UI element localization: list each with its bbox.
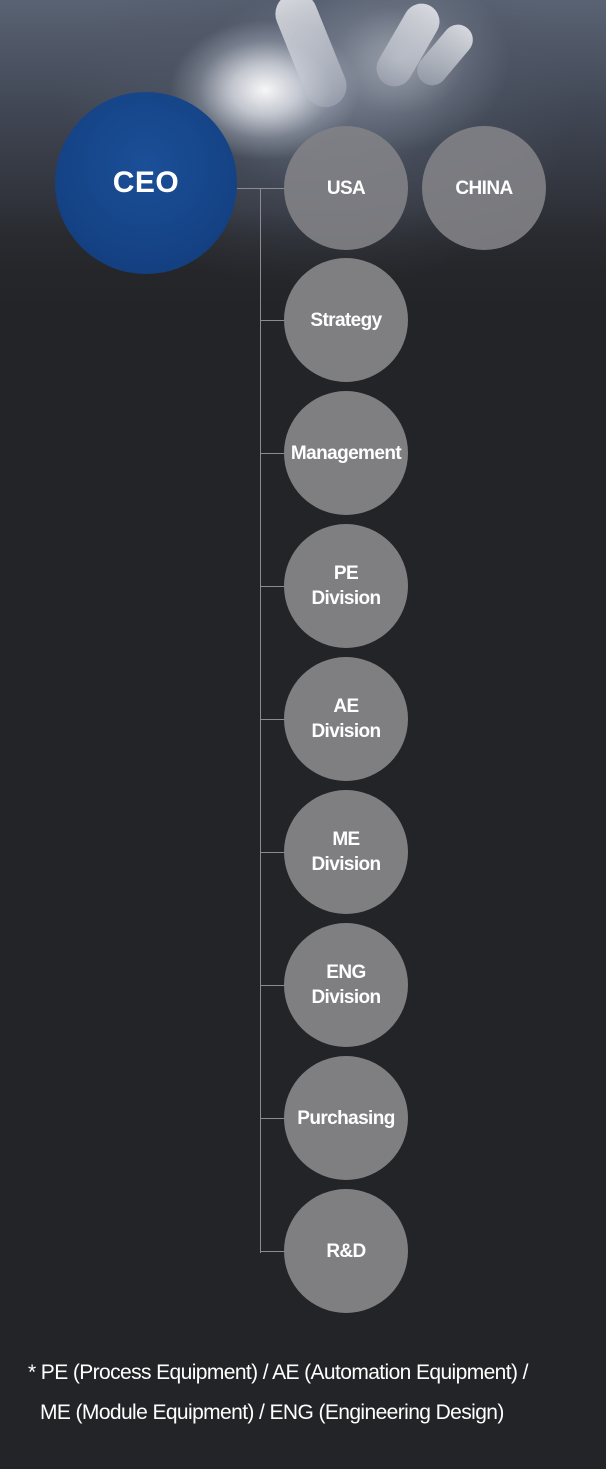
node-rnd: R&D xyxy=(284,1189,408,1313)
node-purchasing: Purchasing xyxy=(284,1056,408,1180)
node-usa-label: USA xyxy=(326,177,366,199)
node-eng-division-label: ENG Division xyxy=(311,962,381,1008)
connector-trunk xyxy=(260,188,261,1253)
connector-strategy xyxy=(260,320,285,321)
node-pe-division: PE Division xyxy=(284,524,408,648)
connector-eng-division xyxy=(260,985,285,986)
footnote-line-2: ME (Module Equipment) / ENG (Engineering… xyxy=(40,1401,504,1424)
connector-ceo-usa xyxy=(237,188,285,189)
node-me-division-label: ME Division xyxy=(311,829,381,875)
node-me-division: ME Division xyxy=(284,790,408,914)
ceo-node: CEO xyxy=(55,92,237,274)
node-china: CHINA xyxy=(422,126,546,250)
node-strategy: Strategy xyxy=(284,258,408,382)
node-management: Management xyxy=(284,391,408,515)
connector-purchasing xyxy=(260,1118,285,1119)
node-usa: USA xyxy=(284,126,408,250)
abbreviation-footnote: * PE (Process Equipment) / AE (Automatio… xyxy=(28,1353,588,1433)
node-management-label: Management xyxy=(290,442,402,464)
node-strategy-label: Strategy xyxy=(310,309,382,331)
footnote-line-1: * PE (Process Equipment) / AE (Automatio… xyxy=(28,1361,528,1384)
node-china-label: CHINA xyxy=(455,177,513,199)
node-ae-division-label: AE Division xyxy=(311,696,381,742)
node-ae-division: AE Division xyxy=(284,657,408,781)
connector-management xyxy=(260,453,285,454)
connector-ae-division xyxy=(260,719,285,720)
connector-rnd xyxy=(260,1251,285,1252)
node-purchasing-label: Purchasing xyxy=(297,1107,395,1129)
connector-me-division xyxy=(260,852,285,853)
node-rnd-label: R&D xyxy=(326,1240,366,1262)
connector-pe-division xyxy=(260,586,285,587)
node-eng-division: ENG Division xyxy=(284,923,408,1047)
node-pe-division-label: PE Division xyxy=(311,563,381,609)
ceo-label: CEO xyxy=(112,166,180,199)
